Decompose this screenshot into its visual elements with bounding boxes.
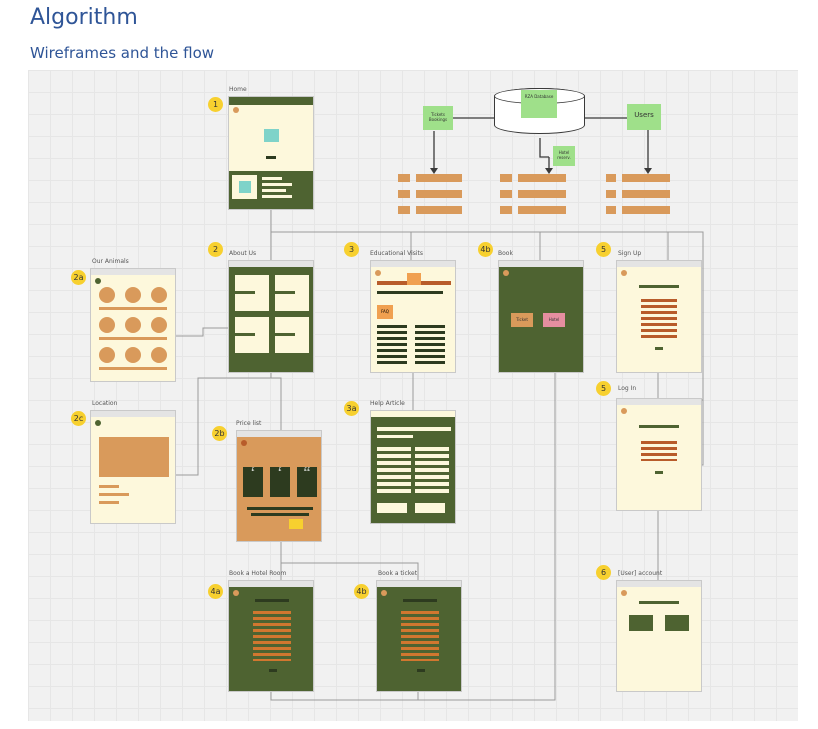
about-screen[interactable] (228, 260, 314, 373)
price-label: Price list (236, 420, 262, 427)
book-badge: 4b (478, 242, 493, 257)
signup-badge: 5 (596, 242, 611, 257)
tickets-table (398, 174, 464, 216)
hotel-button[interactable]: Hotel (543, 313, 565, 327)
animals-screen[interactable] (90, 268, 176, 382)
page-title: Algorithm (30, 5, 138, 30)
animals-badge: 2a (71, 270, 86, 285)
faq-note: FAQ (377, 305, 393, 319)
book-label: Book (498, 250, 513, 257)
flow-board: RZA Database Tickets Bookings Users Hote… (28, 70, 798, 721)
about-badge: 2 (208, 242, 223, 257)
account-badge: 6 (596, 565, 611, 580)
ticket-badge: 4b (354, 584, 369, 599)
account-screen[interactable] (616, 580, 702, 692)
home-screen[interactable] (228, 96, 314, 210)
hotel-label: Book a Hotel Room (229, 570, 287, 577)
price-screen[interactable]: £ £ ££ (236, 430, 322, 542)
help-screen[interactable] (370, 410, 456, 524)
signup-screen[interactable] (616, 260, 702, 373)
location-screen[interactable] (90, 410, 176, 524)
account-label: [User] account (618, 570, 663, 577)
tickets-bookings-note: Tickets Bookings (423, 106, 453, 130)
book-screen[interactable]: Ticket Hotel (498, 260, 584, 373)
hotel-badge: 4a (208, 584, 223, 599)
about-label: About Us (229, 250, 257, 257)
ticket-screen[interactable] (376, 580, 462, 692)
signup-label: Sign Up (618, 250, 642, 257)
users-table (606, 174, 672, 216)
price-card-2: £ (270, 467, 290, 497)
home-label: Home (229, 86, 247, 93)
page-subtitle: Wireframes and the flow (30, 44, 215, 62)
login-screen[interactable] (616, 398, 702, 511)
price-1: £ (251, 467, 255, 473)
help-label: Help Article (370, 400, 405, 407)
hotel-reserv-note: Hotel reserv. (553, 146, 575, 166)
price-card-1: £ (243, 467, 263, 497)
login-label: Log In (618, 385, 637, 392)
users-note: Users (627, 104, 661, 130)
login-badge: 5 (596, 381, 611, 396)
visits-badge: 3 (344, 242, 359, 257)
price-3: ££ (303, 467, 311, 473)
visits-screen[interactable]: FAQ (370, 260, 456, 373)
hotel-table (500, 174, 566, 216)
price-card-3: ££ (297, 467, 317, 497)
home-badge: 1 (208, 97, 223, 112)
database-label: RZA Database (521, 90, 557, 118)
price-2: £ (278, 467, 282, 473)
ticket-button[interactable]: Ticket (511, 313, 533, 327)
price-badge: 2b (212, 426, 227, 441)
visits-label: Educational Visits (370, 250, 424, 257)
animals-label: Our Animals (92, 258, 129, 265)
location-badge: 2c (71, 411, 86, 426)
location-label: Location (92, 400, 118, 407)
help-badge: 3a (344, 401, 359, 416)
hotel-screen[interactable] (228, 580, 314, 692)
ticket-label: Book a ticket (378, 570, 418, 577)
